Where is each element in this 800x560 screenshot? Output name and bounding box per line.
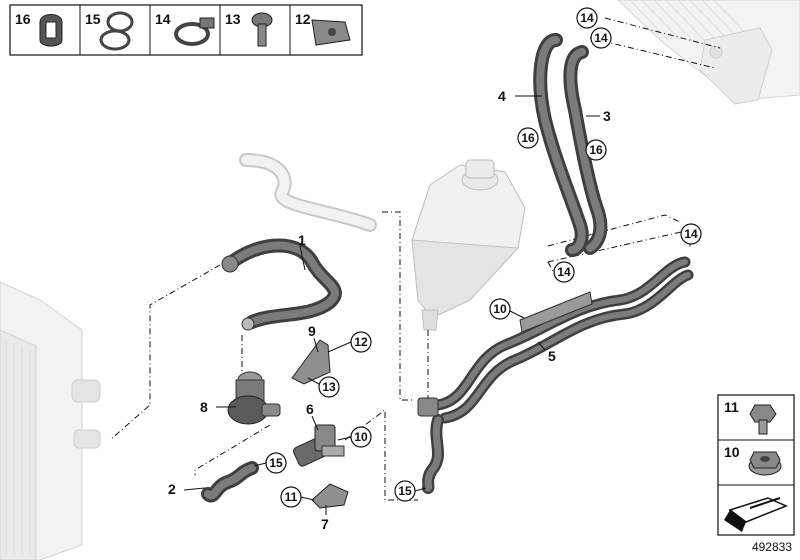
callout-11: 11 <box>285 490 298 504</box>
callout-14-a: 14 <box>580 11 594 25</box>
hose-3 <box>563 45 608 255</box>
legend-num-10: 10 <box>724 444 740 460</box>
label-1: 1 <box>298 232 306 248</box>
legend-num-16: 16 <box>15 11 31 27</box>
hose-2 <box>201 461 259 503</box>
bracket-9 <box>291 339 331 385</box>
legend-top: 16 15 14 13 12 <box>9 4 363 56</box>
legend-num-13: 13 <box>225 11 241 27</box>
callout-16-a: 16 <box>521 131 535 145</box>
hose-clamp-icon <box>99 11 134 51</box>
callout-16-b: 16 <box>589 143 603 157</box>
callout-14-d: 14 <box>557 265 571 279</box>
legend-num-15: 15 <box>85 11 101 27</box>
label-7: 7 <box>321 516 329 532</box>
callouts: 14 14 16 16 14 14 10 12 13 10 15 15 11 <box>253 7 702 508</box>
hex-bolt-icon <box>749 404 777 435</box>
legend-num-11: 11 <box>724 399 739 415</box>
label-5: 5 <box>548 348 556 364</box>
worm-clamp-icon <box>174 17 215 46</box>
hose-4 <box>533 33 589 257</box>
callout-12: 12 <box>354 335 368 349</box>
label-9: 9 <box>308 323 316 339</box>
flange-nut-icon <box>748 451 782 476</box>
hose-5 <box>417 256 694 494</box>
hose-1 <box>221 238 342 331</box>
callout-15-a: 15 <box>269 456 283 470</box>
label-3: 3 <box>603 108 611 124</box>
screw-icon <box>251 12 273 47</box>
callout-13: 13 <box>322 380 336 394</box>
callout-10-a: 10 <box>493 302 507 316</box>
label-6: 6 <box>306 401 314 417</box>
valve-6 <box>292 424 345 467</box>
legend-num-14: 14 <box>155 11 171 27</box>
spring-clip-icon <box>39 14 63 47</box>
legend-right: 11 10 <box>717 394 795 536</box>
radiator-top-right <box>617 0 800 105</box>
bracket-7 <box>311 483 349 509</box>
label-8: 8 <box>200 399 208 415</box>
water-pump-8 <box>227 371 281 425</box>
callout-14-c: 14 <box>684 227 698 241</box>
document-number: 492833 <box>751 540 792 554</box>
label-2: 2 <box>168 481 176 497</box>
callout-14-b: 14 <box>594 31 608 45</box>
clip-nut-icon <box>311 19 351 46</box>
callout-15-b: 15 <box>398 484 412 498</box>
callout-10-b: 10 <box>354 430 368 444</box>
radiator-left <box>0 281 101 560</box>
label-4: 4 <box>498 88 506 104</box>
component-symbol-icon <box>724 497 788 532</box>
legend-num-12: 12 <box>295 11 311 27</box>
part-labels: 1 2 3 4 5 6 7 8 9 <box>168 88 611 532</box>
expansion-tank <box>411 159 526 331</box>
ghost-hose <box>239 153 377 232</box>
